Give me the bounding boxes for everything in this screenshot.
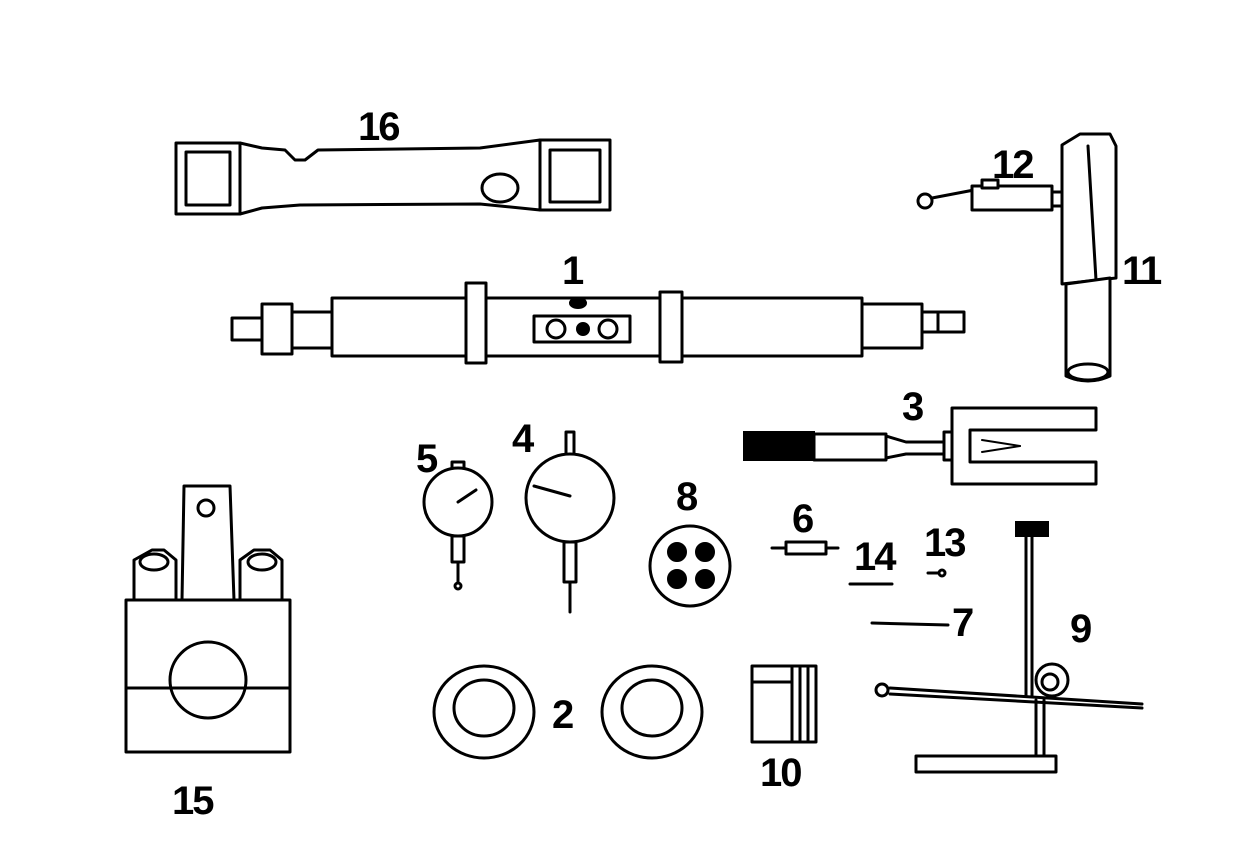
part-6-pin: 6 [770, 497, 840, 556]
part-16-box-wrench: 16 [174, 105, 612, 216]
part-13-label: 13 [924, 521, 965, 565]
part-14-pin: 14 [848, 535, 899, 586]
part-8-round-plate: 8 [648, 475, 732, 608]
part-6-label: 6 [792, 497, 813, 541]
part-12-probe: 12 [916, 143, 1064, 212]
part-9-label: 9 [1070, 607, 1091, 651]
part-1-shaft-tool: 1 [230, 249, 966, 365]
part-4-dial-gauge: 4 [512, 417, 616, 614]
part-3-puller: 3 [743, 385, 1098, 486]
part-14-label: 14 [854, 535, 897, 579]
part-15-clamp-block: 15 [124, 484, 292, 823]
part-5-dial-gauge: 5 [416, 437, 494, 591]
part-16-label: 16 [358, 105, 399, 149]
part-4-label: 4 [512, 417, 535, 461]
part-2-rings: 2 [432, 664, 704, 760]
part-11-label: 11 [1122, 249, 1162, 293]
part-15-label: 15 [172, 779, 214, 823]
part-7-label: 7 [952, 601, 973, 645]
part-8-label: 8 [676, 475, 698, 519]
part-13-pin: 13 [924, 521, 967, 578]
part-10-label: 10 [760, 751, 801, 795]
part-12-label: 12 [992, 143, 1033, 187]
part-10-slotted-block: 10 [750, 664, 818, 795]
part-1-label: 1 [562, 249, 584, 293]
part-9-indicator-stand: 9 [874, 521, 1144, 774]
part-5-label: 5 [416, 437, 438, 481]
part-7-pin: 7 [870, 601, 975, 645]
part-11-tube-tool: 11 [1060, 132, 1164, 383]
part-3-label: 3 [902, 385, 923, 429]
part-2-label: 2 [552, 693, 573, 737]
